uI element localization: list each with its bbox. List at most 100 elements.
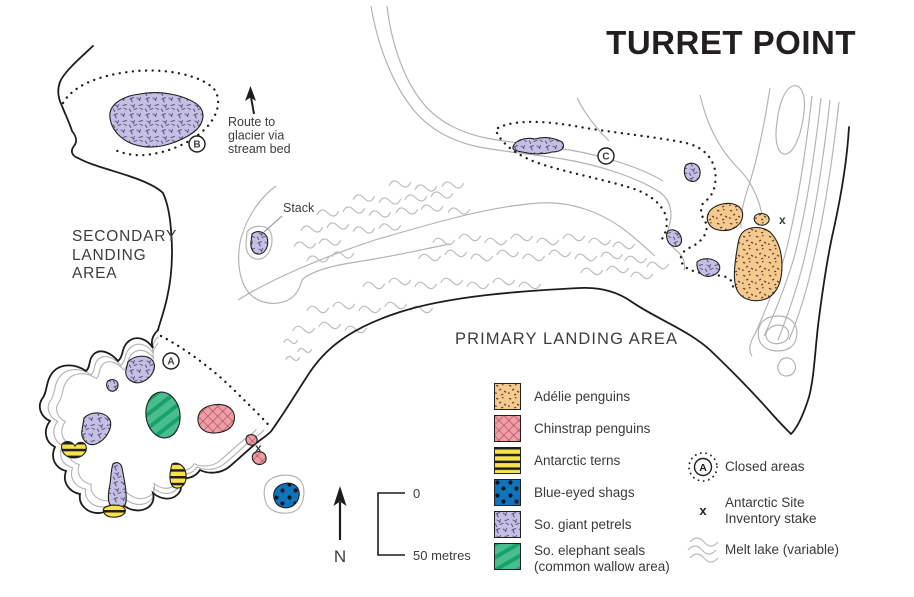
- closed-area-icon: A: [688, 452, 718, 482]
- legend-label: Closed areas: [725, 459, 805, 475]
- stake-marker-southwest: x: [255, 441, 262, 455]
- melt-lake-icon: [687, 537, 719, 563]
- contour-hill-east: [699, 94, 763, 215]
- knoll-inner: [765, 324, 790, 345]
- legend-item-petrels: So. giant petrels: [494, 511, 670, 538]
- secondary-landing-label-line2: LANDING: [72, 247, 147, 264]
- legend-label: Melt lake (variable): [725, 542, 840, 558]
- closed-area-boundary-c-south: [495, 131, 668, 241]
- secondary-landing-label-line1: SECONDARY: [72, 228, 177, 245]
- colonies: [61, 92, 783, 518]
- colony-adelie-round: [706, 202, 744, 232]
- legend-item-terns: Antarctic terns: [494, 447, 670, 474]
- ridge-line-2: [763, 97, 822, 337]
- route-note-line1: Route to: [228, 115, 275, 129]
- species-legend: Adélie penguins Chinstrap penguins Antar…: [494, 383, 670, 579]
- map-title: TURRET POINT: [606, 24, 856, 61]
- ridge-line-3: [777, 99, 831, 341]
- legend-label-line1: So. elephant seals: [534, 543, 646, 558]
- legend-label: So. elephant seals (common wallow area): [534, 543, 670, 574]
- closed-area-letter-a: A: [167, 357, 174, 368]
- primary-landing-label: PRIMARY LANDING AREA: [455, 330, 678, 348]
- chinstrap-swatch-icon: [494, 415, 521, 442]
- stack-islet-outline: [245, 225, 273, 260]
- route-note-line3: stream bed: [228, 142, 291, 156]
- seals-swatch-icon: [494, 543, 521, 570]
- closed-area-marker-a: A: [162, 352, 180, 370]
- legend-item-stake: x Antarctic Site Inventory stake: [683, 495, 839, 526]
- legend-label-line2: Inventory stake: [725, 510, 817, 526]
- shag-islet-outline: [263, 474, 305, 514]
- legend-item-seals: So. elephant seals (common wallow area): [494, 543, 670, 574]
- legend-label: Blue-eyed shags: [534, 484, 635, 500]
- scale-bar: 0 50 metres: [377, 486, 471, 563]
- closed-area-boundaries: [61, 69, 735, 430]
- closed-area-boundary-c-north: [496, 120, 735, 289]
- colony-chinstrap-small-2: [251, 451, 267, 466]
- legend-label-line1: Antarctic Site: [725, 495, 805, 510]
- colony-elephant-seals: [145, 391, 181, 439]
- closed-area-boundary-b: [61, 69, 220, 157]
- legend-label: So. giant petrels: [534, 516, 632, 532]
- colony-petrels-sw-3: [81, 412, 112, 446]
- scale-end-label: 50 metres: [413, 548, 471, 563]
- colony-adelie-small: [753, 213, 770, 226]
- legend-label: Antarctic terns: [534, 452, 621, 468]
- closed-area-marker-c: C: [597, 147, 615, 165]
- closed-area-letter-b: B: [193, 140, 200, 151]
- legend-label: Adélie penguins: [534, 388, 631, 404]
- colony-petrels-northwest: [109, 92, 204, 148]
- secondary-landing-label-line3: AREA: [72, 265, 117, 282]
- symbols-legend: A Closed areas x Antarctic Site Inventor…: [683, 448, 839, 574]
- colony-chinstrap-main: [197, 403, 236, 434]
- stack-label: Stack: [283, 201, 315, 215]
- legend-item-chinstrap: Chinstrap penguins: [494, 415, 670, 442]
- route-arrow-icon: [245, 86, 256, 115]
- adelie-swatch-icon: [494, 383, 521, 410]
- knoll-small: [777, 357, 797, 377]
- ridge-loop-top: [775, 85, 806, 155]
- scale-bar-bracket: [377, 492, 405, 556]
- markers: A B C x x: [162, 135, 786, 455]
- ridge-slope-top: [740, 87, 771, 229]
- colony-petrels-sw-2: [106, 379, 119, 392]
- colony-terns-center: [169, 462, 187, 489]
- legend-label-line2: (common wallow area): [534, 558, 670, 574]
- legend-item-closed-areas: A Closed areas: [683, 448, 839, 486]
- colony-petrels-sw-4: [107, 462, 127, 509]
- colony-petrels-stack: [250, 231, 269, 255]
- legend-item-adelie: Adélie penguins: [494, 383, 670, 410]
- route-note-line2: glacier via: [228, 129, 284, 143]
- contour-mid-arc: [237, 202, 656, 301]
- shags-swatch-icon: [494, 479, 521, 506]
- coastline-west: [57, 45, 173, 331]
- colony-chinstrap-small-1: [245, 434, 258, 446]
- colony-petrels-lobe-2: [696, 258, 721, 277]
- legend-item-melt-lake: Melt lake (variable): [683, 535, 839, 565]
- stake-icon: x: [699, 503, 707, 518]
- compass: N: [333, 486, 347, 566]
- colony-terns-south: [102, 504, 126, 518]
- colony-petrels-c-east: [683, 162, 701, 182]
- colony-petrels-lobe-1: [666, 229, 683, 247]
- coastline: [38, 45, 850, 514]
- colony-terns-west: [61, 441, 87, 459]
- closed-area-letter-c: C: [602, 152, 609, 163]
- north-arrow-icon: [333, 486, 347, 506]
- colony-petrels-sw-1: [125, 355, 155, 384]
- stack-leader-line: [263, 215, 283, 233]
- closed-area-marker-b: B: [188, 135, 206, 153]
- knoll-outer: [757, 315, 798, 352]
- coastline-east: [271, 126, 850, 436]
- contour-lines: [47, 5, 840, 514]
- terns-swatch-icon: [494, 447, 521, 474]
- ridge-line-4: [788, 101, 840, 341]
- legend-label: Antarctic Site Inventory stake: [725, 495, 817, 526]
- scale-start-label: 0: [413, 486, 420, 501]
- legend-item-shags: Blue-eyed shags: [494, 479, 670, 506]
- map-labels: SECONDARY LANDING AREA PRIMARY LANDING A…: [72, 86, 678, 348]
- stake-marker-east: x: [779, 213, 786, 227]
- contour-stack-headland: [238, 185, 451, 304]
